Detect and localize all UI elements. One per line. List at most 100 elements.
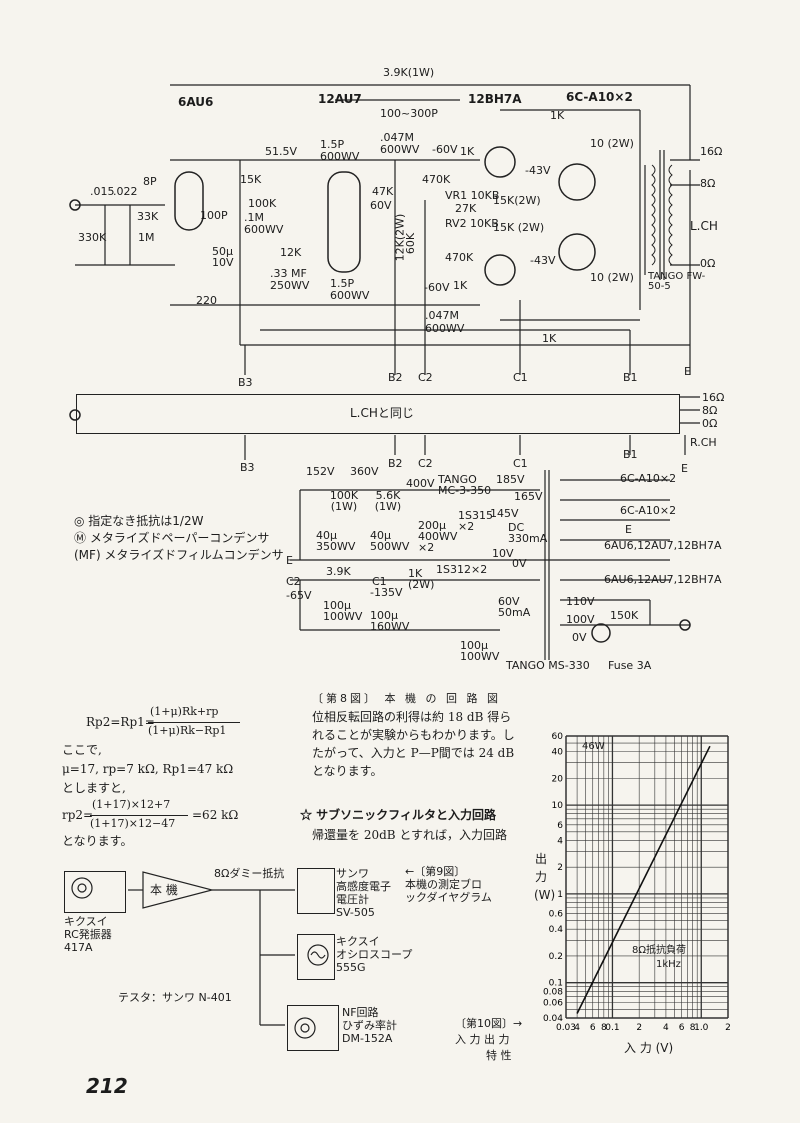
legend-3: (MF) メタライズドフィルムコンデンサ bbox=[74, 548, 284, 562]
res-1k-b: 1K bbox=[453, 279, 468, 292]
rail-b2: B2 bbox=[388, 371, 403, 384]
part-10-2w-b: 10 (2W) bbox=[590, 271, 634, 284]
ps-0v-b: 0V bbox=[572, 631, 587, 644]
chart-ytick: 0.06 bbox=[543, 998, 563, 1008]
chart-ytick: 4 bbox=[557, 836, 563, 846]
ps-110v: 110V bbox=[566, 595, 595, 608]
part-1k-top: 1K bbox=[550, 109, 565, 122]
ps-185v: 185V bbox=[496, 473, 525, 486]
cap-600wv-b: 600WV bbox=[320, 150, 360, 163]
ps-b1: B1 bbox=[623, 448, 638, 461]
rail-c1: C1 bbox=[513, 371, 528, 384]
meter3-l3: DM-152A bbox=[342, 1032, 393, 1045]
ps-3k9: 3.9K bbox=[326, 565, 351, 578]
ps-152v: 152V bbox=[306, 465, 335, 478]
chart-ytick: 60 bbox=[552, 732, 564, 742]
formula-lhs: Rp2=Rp1= bbox=[86, 715, 155, 729]
res-33k: 33K bbox=[137, 210, 159, 223]
res-1m: 1M bbox=[138, 231, 155, 244]
output-transformer: TANGO FW-50-5 bbox=[648, 271, 706, 292]
cap-250wv: 250WV bbox=[270, 279, 310, 292]
chart-ytick: 40 bbox=[552, 748, 564, 758]
ps-c2: C2 bbox=[418, 457, 433, 470]
ps-fuse: Fuse 3A bbox=[608, 659, 652, 672]
distortion-meter-box bbox=[287, 1005, 339, 1051]
chart-xtick: 8 bbox=[690, 1023, 696, 1033]
out-8: 8Ω bbox=[700, 177, 716, 190]
body-line-3: たがって、入力と P—P間では 24 dB bbox=[312, 746, 515, 760]
ps-e: E bbox=[286, 554, 293, 567]
fig10-l2: 入 力 出 力 bbox=[455, 1033, 510, 1046]
cap-01m: .1M bbox=[244, 211, 264, 224]
cap-015: .015 bbox=[90, 185, 115, 198]
cap-033: .33 MF bbox=[270, 267, 307, 280]
formula-bar bbox=[148, 722, 240, 723]
voltmeter-box bbox=[297, 868, 335, 914]
formula-num: (1+μ)Rk+rp bbox=[150, 705, 219, 718]
res-15k-2w-a: 15K(2W) bbox=[493, 194, 541, 207]
formula-l5-lhs: rp2= bbox=[62, 808, 94, 822]
chart-ytick: 20 bbox=[552, 774, 564, 784]
fig9-l2: 本機の測定ブロ bbox=[405, 878, 482, 891]
part-10-2w-a: 10 (2W) bbox=[590, 137, 634, 150]
meter1-l1: サンワ bbox=[336, 867, 369, 880]
ps-b2: B2 bbox=[388, 457, 403, 470]
ps-100u-100b: 100μ 100WV bbox=[460, 639, 500, 663]
out-0: 0Ω bbox=[700, 257, 716, 270]
formula-den: (1+μ)Rk−Rp1 bbox=[148, 724, 227, 737]
ps-165v: 165V bbox=[514, 490, 543, 503]
ps-100k: 100K (1W) bbox=[329, 489, 359, 513]
res-220: 220 bbox=[196, 294, 217, 307]
formula-l5-rhs: =62 kΩ bbox=[192, 808, 239, 822]
chart-ytick: 10 bbox=[552, 801, 564, 811]
body-line-4: となります。 bbox=[312, 764, 383, 778]
cap-50u: 50μ 10V bbox=[212, 245, 234, 269]
cap-15p-b: 1.5P bbox=[330, 277, 355, 290]
formula-l2: ここで, bbox=[62, 743, 102, 757]
rc-oscillator-box bbox=[64, 871, 126, 913]
page-number: 212 bbox=[86, 1074, 128, 1098]
gen-name: キクスイ bbox=[64, 915, 108, 928]
ps-heater-3: 6AU6,12AU7,12BH7A bbox=[604, 539, 722, 552]
ps-5k6: 5.6K (1W) bbox=[374, 489, 402, 513]
res-27k: 27K bbox=[455, 202, 477, 215]
annotation-load: 8Ω抵抗負荷 bbox=[632, 945, 687, 956]
ps-b3: B3 bbox=[240, 461, 255, 474]
res-330k: 330K bbox=[78, 231, 107, 244]
tube-12au7: 12AU7 bbox=[318, 92, 362, 106]
chart-xtick: 4 bbox=[663, 1023, 669, 1033]
oscilloscope-box bbox=[297, 934, 335, 980]
rail-b1: B1 bbox=[623, 371, 638, 384]
ps-heater-e: E bbox=[625, 523, 632, 536]
chart-ytick: 2 bbox=[557, 863, 563, 873]
meter2-l2: オシロスコープ bbox=[336, 948, 413, 961]
meter3-l1: NF回路 bbox=[342, 1006, 379, 1019]
chart-ytick: 0.1 bbox=[549, 979, 563, 989]
gen-model: 417A bbox=[64, 941, 93, 954]
vr1: VR1 10KB bbox=[445, 189, 500, 202]
ps-heater-4: 6AU6,12AU7,12BH7A bbox=[604, 573, 722, 586]
fig9-l3: ックダイヤグラム bbox=[405, 891, 492, 904]
legend-2: Ⓜ メタライズドペーパーコンデンサ bbox=[74, 531, 270, 545]
meter1-l4: SV-505 bbox=[336, 906, 375, 919]
res-15k-2w-b: 15K (2W) bbox=[493, 221, 545, 234]
cap-8p: 8P bbox=[143, 175, 157, 188]
formula-l5-den: (1+17)×12−47 bbox=[90, 817, 176, 830]
ps-transformer: TANGO MS-330 bbox=[506, 659, 590, 672]
chart-xtick: 2 bbox=[636, 1023, 642, 1033]
chart-ytick: 0.2 bbox=[549, 952, 563, 962]
volt-43a: -43V bbox=[525, 164, 551, 177]
tube-6c-a10: 6C-A10×2 bbox=[566, 90, 633, 104]
chart-ytick: 1 bbox=[557, 890, 563, 900]
ps-360v: 360V bbox=[350, 465, 379, 478]
amp-label: 本 機 bbox=[150, 883, 178, 897]
chart-xtick: 6 bbox=[590, 1023, 596, 1033]
cap-600wv-a: 600WV bbox=[244, 223, 284, 236]
cap-022: .022 bbox=[113, 185, 138, 198]
chart-ytick: 0.6 bbox=[549, 910, 564, 920]
rail-e: E bbox=[684, 365, 691, 378]
tester-label: テスタ：サンワ N-401 bbox=[118, 991, 232, 1004]
fig9-l1: ←〔第9図〕 bbox=[405, 865, 466, 878]
formula-l6: となります。 bbox=[62, 834, 133, 848]
